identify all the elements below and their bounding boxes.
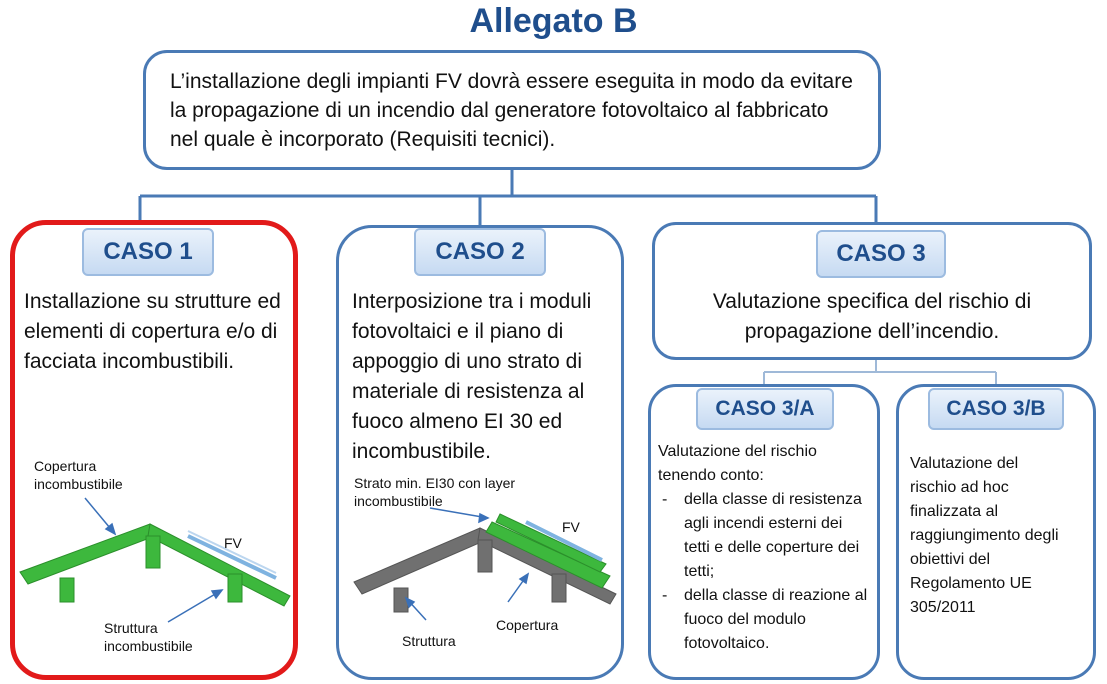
- caso3a-body: Valutazione del rischio tenendo conto: d…: [658, 440, 872, 656]
- intro-text: L’installazione degli impianti FV dovrà …: [170, 70, 853, 151]
- caso1-annot-copertura: Copertura incombustibile: [34, 458, 123, 492]
- caso3a-list: della classe di resistenza agli incendi …: [658, 488, 872, 656]
- caso2-annot-struttura: Struttura: [402, 633, 456, 649]
- caso1-label: CASO 1: [82, 228, 214, 276]
- caso2-text: Interposizione tra i moduli fotovoltaici…: [352, 290, 592, 463]
- caso2-annot-copertura: Copertura: [496, 617, 559, 633]
- caso1-text: Installazione su strutture ed elementi d…: [24, 290, 281, 373]
- caso2-roof-illustration: [353, 507, 617, 621]
- caso2-annot-strato: Strato min. EI30 con layer incombustibil…: [354, 475, 516, 509]
- caso3a-intro: Valutazione del rischio tenendo conto:: [658, 443, 817, 484]
- caso1-annot-fv: FV: [224, 535, 242, 551]
- caso2-box: [336, 225, 624, 680]
- caso1-box: [10, 220, 298, 680]
- caso3a-label: CASO 3/A: [696, 388, 834, 430]
- page-title: Allegato B: [469, 2, 638, 40]
- caso2-label: CASO 2: [414, 228, 546, 276]
- caso3a-item: della classe di reazione al fuoco del mo…: [662, 584, 872, 656]
- caso3-text: Valutazione specifica del rischio di pro…: [712, 290, 1032, 343]
- caso1-roof-illustration: [19, 497, 291, 623]
- caso3b-box: [896, 384, 1096, 680]
- caso3-label: CASO 3: [816, 230, 946, 278]
- caso3b-text: Valutazione del rischio ad hoc finalizza…: [910, 455, 1059, 616]
- caso3b-label: CASO 3/B: [928, 388, 1064, 430]
- caso2-annot-fv: FV: [562, 519, 580, 535]
- intro-box: L’installazione degli impianti FV dovrà …: [143, 50, 881, 170]
- caso3a-item: della classe di resistenza agli incendi …: [662, 488, 872, 584]
- caso1-annot-struttura: Struttura incombustibile: [104, 620, 193, 654]
